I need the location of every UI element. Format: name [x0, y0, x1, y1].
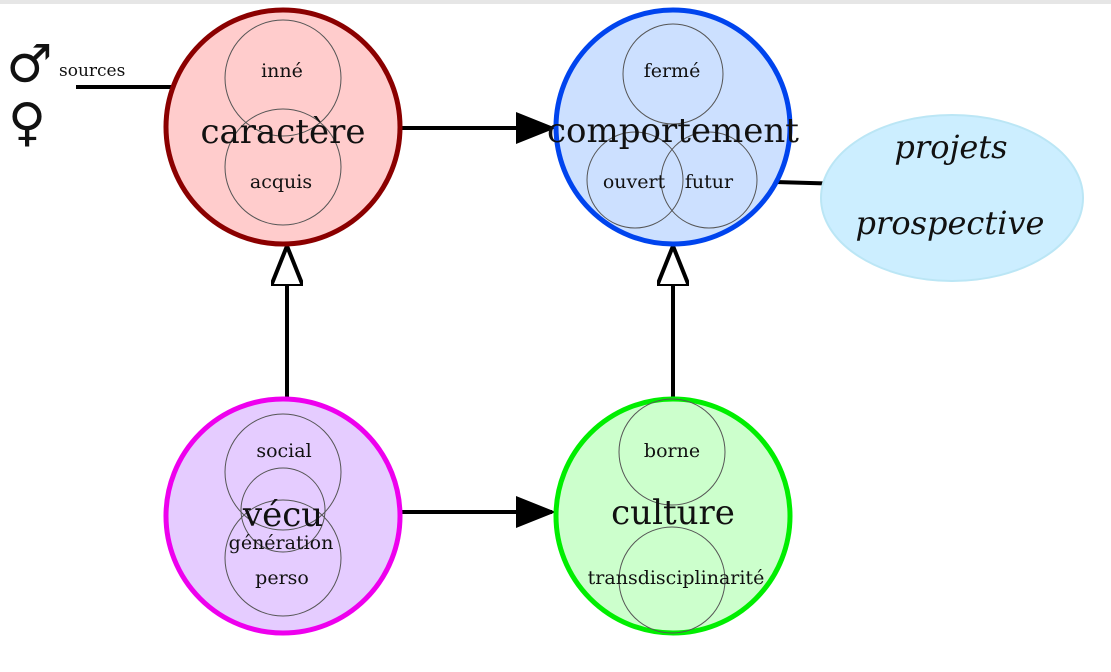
label-social: social — [256, 440, 311, 462]
label-sources: sources — [59, 61, 125, 81]
label-perso: perso — [255, 567, 309, 589]
subcircle-ouvert — [586, 131, 684, 229]
label-vecu: vécu — [242, 495, 323, 535]
sources-group: ♂ ♀ sources — [6, 35, 125, 153]
node-culture[interactable]: borne culture transdisciplinarité — [553, 396, 793, 636]
label-borne: borne — [644, 440, 700, 462]
subcircle-inne — [224, 19, 342, 137]
node-caractere-circle — [163, 7, 403, 247]
subcircle-transdisciplinarite — [618, 526, 726, 634]
node-vecu-circle — [163, 396, 403, 636]
node-vecu[interactable]: social vécu génération perso — [163, 396, 403, 636]
label-inne: inné — [261, 60, 303, 82]
male-symbol-icon: ♂ — [6, 35, 53, 95]
top-bar — [0, 0, 1111, 4]
label-culture: culture — [611, 493, 735, 533]
label-ferme: fermé — [644, 60, 701, 82]
node-projets-prospective[interactable]: projets prospective — [820, 114, 1084, 282]
label-futur: futur — [685, 171, 734, 193]
female-symbol-icon: ♀ — [8, 93, 46, 153]
subcircle-perso — [224, 499, 342, 617]
subcircle-generation — [240, 467, 326, 553]
label-prospective: prospective — [856, 204, 1045, 242]
node-comportement[interactable]: fermé comportement ouvert futur — [547, 7, 799, 247]
subcircle-borne — [618, 398, 726, 506]
node-comportement-circle — [553, 7, 793, 247]
outcome-ellipse — [820, 114, 1084, 282]
label-projets: projets — [894, 128, 1007, 166]
node-caractere[interactable]: inné caractère acquis — [163, 7, 403, 247]
label-comportement: comportement — [547, 111, 799, 151]
subcircle-social — [224, 413, 342, 531]
subcircle-ferme — [622, 23, 724, 125]
label-acquis: acquis — [250, 171, 312, 193]
subcircle-futur — [660, 131, 758, 229]
label-ouvert: ouvert — [603, 171, 666, 193]
subcircle-acquis — [224, 108, 342, 226]
label-caractere: caractère — [200, 112, 365, 152]
label-generation: génération — [229, 532, 334, 554]
label-transdisciplinarite: transdisciplinarité — [588, 567, 765, 589]
